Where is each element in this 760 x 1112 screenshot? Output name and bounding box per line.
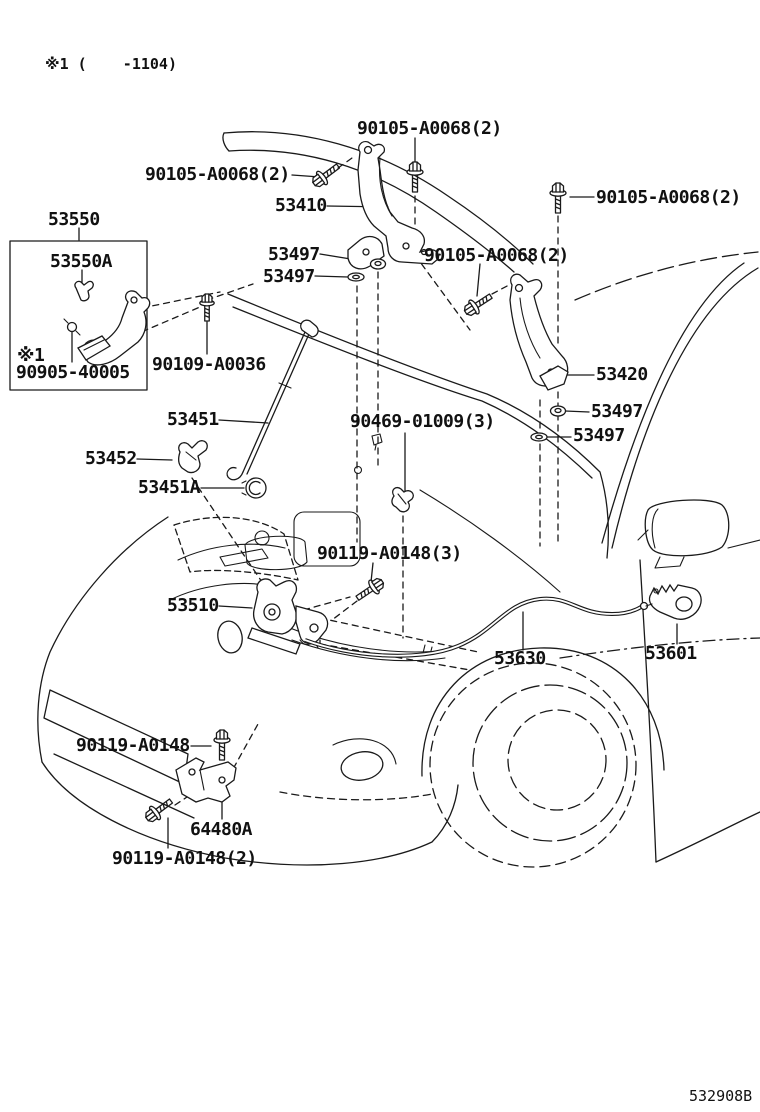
hood-lock-53510 <box>248 579 432 655</box>
hood-support-rod-53451 <box>227 320 318 480</box>
front-wheel <box>430 663 636 867</box>
part-label-53510: 53510 <box>167 595 219 616</box>
part-label-53497: 53497 <box>268 244 320 265</box>
hood-hinge-rh-53410 <box>348 142 439 269</box>
part-label-90469-01009(3): 90469-01009(3) <box>350 411 495 432</box>
rod-grommet-53451a <box>242 478 266 498</box>
part-label-53550a: 53550A <box>50 251 113 272</box>
part-label-53452: 53452 <box>85 448 137 469</box>
rod-clip-53452 <box>179 441 208 473</box>
car-body-outline <box>38 132 760 865</box>
part-label-53601: 53601 <box>645 643 697 664</box>
part-label-53410: 53410 <box>275 195 327 216</box>
revision-note: ※1 ( -1104) <box>45 55 177 73</box>
part-label-53451a: 53451A <box>138 477 201 498</box>
part-label-53630: 53630 <box>494 648 546 669</box>
hood-hinge-lh-53420 <box>510 274 568 390</box>
part-label-90105-a0068(2): 90105-A0068(2) <box>357 118 502 139</box>
lock-bracket-64480a <box>176 758 236 802</box>
part-label-90105-a0068(2): 90105-A0068(2) <box>145 164 290 185</box>
part-label-90119-a0148(3): 90119-A0148(3) <box>317 543 462 564</box>
diagram-code: 532908B <box>689 1087 753 1105</box>
part-label-※1: ※1 <box>17 345 45 366</box>
part-label-90119-a0148(2): 90119-A0148(2) <box>112 848 257 869</box>
lock-control-lever-53550 <box>10 241 150 390</box>
part-label-64480a: 64480A <box>190 819 253 840</box>
cable-clip-90469 <box>392 488 413 512</box>
part-label-90105-a0068(2): 90105-A0068(2) <box>424 245 569 266</box>
part-label-53497: 53497 <box>573 425 625 446</box>
part-label-53497: 53497 <box>263 266 315 287</box>
part-label-90905-40005: 90905-40005 <box>16 362 130 383</box>
release-handle-53601 <box>646 585 701 619</box>
part-label-90109-a0036: 90109-A0036 <box>152 354 266 375</box>
part-label-53420: 53420 <box>596 364 648 385</box>
part-label-53550: 53550 <box>48 209 100 230</box>
part-label-53451: 53451 <box>167 409 219 430</box>
part-label-90105-a0068(2): 90105-A0068(2) <box>596 187 741 208</box>
part-label-90119-a0148: 90119-A0148 <box>76 735 190 756</box>
hood-release-cable-53630 <box>305 599 648 656</box>
part-label-53497: 53497 <box>591 401 643 422</box>
